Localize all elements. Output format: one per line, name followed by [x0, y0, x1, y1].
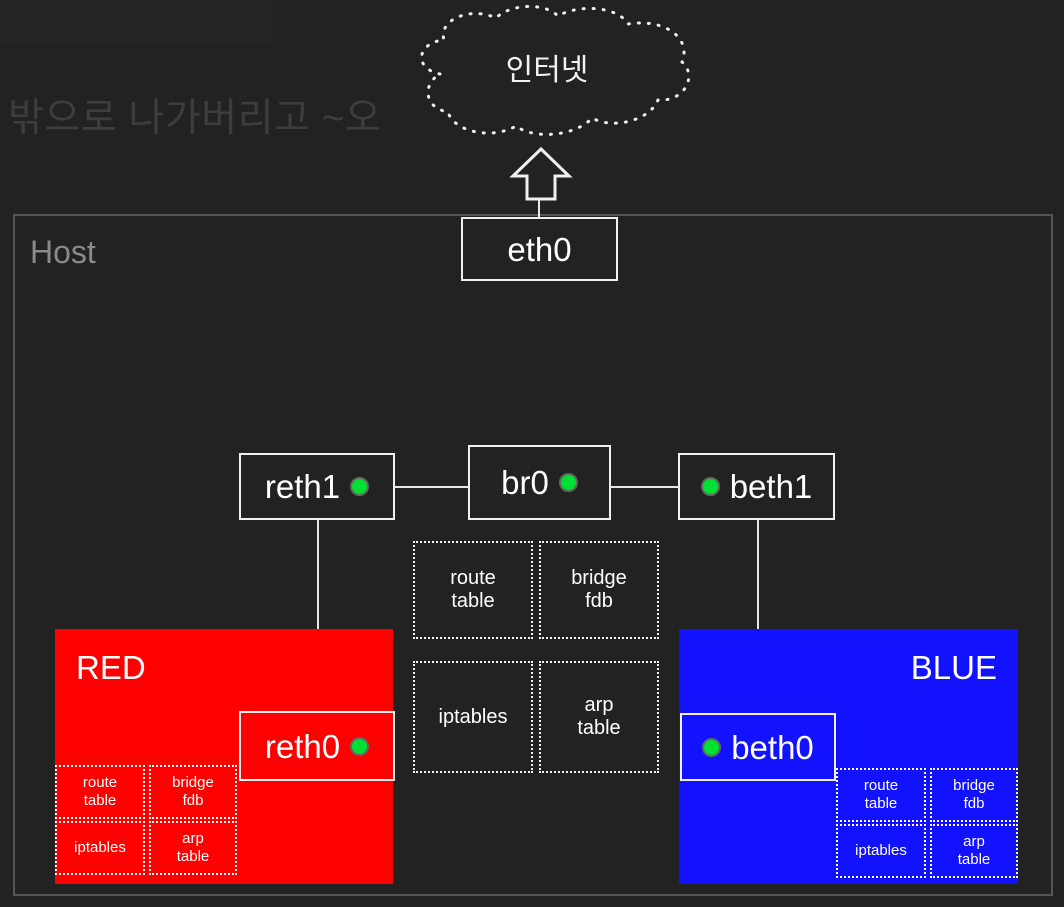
wire-reth1-reth0: [317, 519, 319, 712]
blue-table-arp: arp table: [930, 824, 1018, 878]
internet-cloud: 인터넷: [392, 2, 702, 142]
host-table-route-line2: table: [451, 590, 495, 612]
host-table-route-text: route table: [450, 567, 496, 613]
slide-heading: 밖으로 나가버리고 ~오: [8, 97, 382, 140]
wire-beth1-beth0: [757, 519, 759, 714]
red-table-iptables: iptables: [55, 821, 145, 875]
namespace-red-title: RED: [76, 649, 146, 686]
red-table-fdb-line2: fdb: [182, 792, 204, 809]
host-table-arp-text: arp table: [577, 694, 620, 740]
node-beth1-label: beth1: [729, 468, 813, 505]
host-table-route: route table: [413, 541, 533, 639]
red-table-fdb-line1: bridge: [172, 774, 214, 791]
node-reth0[interactable]: reth0: [239, 711, 395, 781]
wire-reth1-br0: [395, 486, 469, 488]
red-table-route-line2: table: [83, 792, 117, 809]
host-table-arp-line2: table: [577, 717, 621, 739]
blue-table-bridge-fdb: bridge fdb: [930, 768, 1018, 822]
red-table-arp: arp table: [149, 821, 237, 875]
blue-table-iptables-text: iptables: [855, 842, 907, 859]
blue-table-fdb-line1: bridge: [953, 777, 995, 794]
link-up-dot-icon: [350, 477, 370, 496]
red-table-route-text: route table: [83, 774, 117, 810]
host-table-arp-line1: arp: [584, 694, 614, 716]
wire-br0-beth1: [610, 486, 679, 488]
node-eth0[interactable]: eth0: [461, 217, 618, 281]
red-table-route-line1: route: [82, 774, 118, 791]
cloud-icon: [420, 4, 691, 136]
node-reth1[interactable]: reth1: [239, 453, 395, 520]
namespace-red: RED route table bridge fdb iptables arp …: [55, 629, 393, 884]
host-label: Host: [30, 234, 96, 270]
namespace-blue: BLUE route table bridge fdb iptables arp…: [679, 629, 1018, 884]
wire-eth0-internet: [538, 200, 540, 218]
blue-table-arp-line1: arp: [963, 833, 985, 850]
node-br0[interactable]: br0: [468, 445, 611, 520]
node-beth0-label: beth0: [731, 728, 814, 766]
node-reth1-label: reth1: [264, 468, 341, 505]
blue-table-fdb-text: bridge fdb: [953, 777, 995, 813]
up-arrow-icon: [509, 146, 573, 201]
link-up-dot-icon: [350, 736, 370, 756]
internet-label: 인터넷: [505, 54, 589, 87]
host-table-fdb-line1: bridge: [571, 567, 627, 589]
host-table-bridge-fdb: bridge fdb: [539, 541, 659, 639]
red-table-bridge-fdb: bridge fdb: [149, 765, 237, 819]
red-table-arp-line1: arp: [182, 830, 204, 847]
link-up-dot-icon: [558, 473, 578, 492]
link-up-dot-icon: [702, 737, 722, 757]
host-table-arp: arp table: [539, 661, 659, 773]
blue-table-route-line2: table: [864, 795, 898, 812]
top-left-panel: [0, 0, 274, 44]
node-beth1[interactable]: beth1: [678, 453, 835, 520]
blue-table-arp-text: arp table: [958, 833, 991, 869]
node-eth0-label: eth0: [507, 230, 572, 268]
blue-table-route-line1: route: [863, 777, 899, 794]
red-table-arp-text: arp table: [177, 830, 210, 866]
node-br0-label: br0: [501, 464, 549, 501]
node-reth0-label: reth0: [264, 727, 341, 765]
node-beth0[interactable]: beth0: [680, 713, 836, 781]
link-up-dot-icon: [700, 477, 720, 496]
blue-table-route-text: route table: [864, 777, 898, 813]
host-table-route-line1: route: [450, 567, 496, 589]
blue-table-route: route table: [836, 768, 926, 822]
namespace-blue-title: BLUE: [910, 649, 997, 686]
host-table-fdb-text: bridge fdb: [571, 567, 627, 613]
red-table-route: route table: [55, 765, 145, 819]
blue-table-iptables: iptables: [836, 824, 926, 878]
host-table-fdb-line2: fdb: [585, 590, 613, 612]
red-table-arp-line2: table: [176, 848, 210, 865]
blue-table-arp-line2: table: [957, 851, 991, 868]
host-table-iptables: iptables: [413, 661, 533, 773]
host-container: [13, 214, 1053, 896]
host-table-iptables-text: iptables: [438, 705, 508, 728]
red-table-iptables-text: iptables: [74, 839, 126, 856]
blue-table-fdb-line2: fdb: [963, 795, 985, 812]
uplink-arrow: [508, 146, 574, 202]
red-table-fdb-text: bridge fdb: [172, 774, 214, 810]
